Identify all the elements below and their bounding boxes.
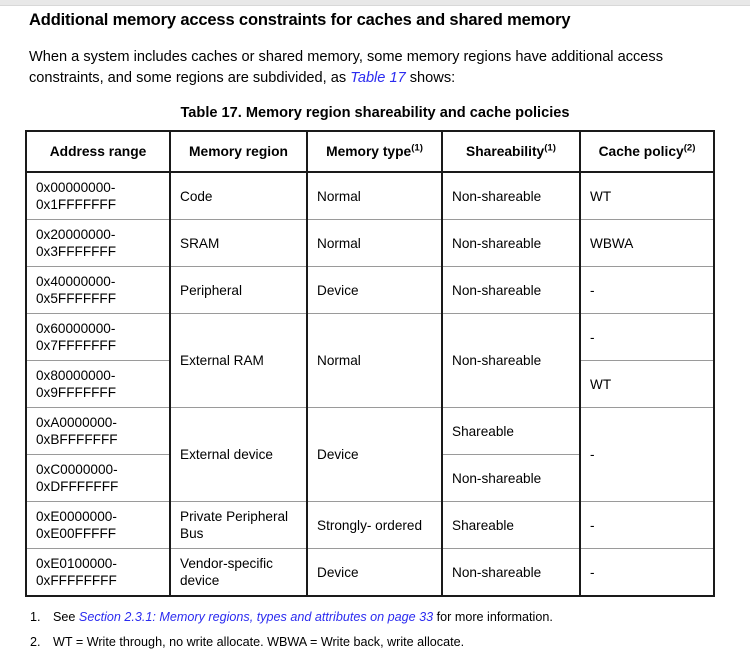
table-row: 0xC0000000- 0xDFFFFFFF Non-shareable bbox=[25, 454, 714, 502]
intro-paragraph: When a system includes caches or shared … bbox=[0, 30, 750, 88]
footnote-text-before-link: See bbox=[53, 610, 79, 624]
cell-memory-type: Normal bbox=[306, 171, 443, 220]
footnote-item: 1. See Section 2.3.1: Memory regions, typ… bbox=[0, 609, 750, 634]
cell-memory-type: Normal bbox=[306, 313, 443, 408]
footnote-text-before-link: WT = Write through, no write allocate. W… bbox=[53, 635, 465, 649]
cell-memory-region: Peripheral bbox=[169, 266, 308, 314]
cell-cache-policy: - bbox=[579, 266, 715, 314]
cell-memory-type: Device bbox=[306, 407, 443, 502]
cell-shareability: Non-shareable bbox=[441, 219, 581, 267]
cell-address-range: 0x60000000- 0x7FFFFFFF bbox=[25, 313, 171, 361]
table-row: 0xE0000000- 0xE00FFFFF Private Periphera… bbox=[25, 501, 715, 549]
cell-memory-type: Device bbox=[306, 548, 443, 597]
page-title: Additional memory access constraints for… bbox=[29, 11, 571, 29]
table-row: 0x80000000- 0x9FFFFFFF WT bbox=[25, 360, 715, 408]
cell-shareability: Non-shareable bbox=[441, 266, 581, 314]
memory-region-table: Address range Memory region Memory type(… bbox=[25, 130, 715, 597]
cell-shareability: Non-shareable bbox=[441, 548, 581, 597]
cell-memory-region: Vendor-specific device bbox=[169, 548, 308, 597]
cell-memory-region: External RAM bbox=[169, 313, 308, 408]
cell-shareability: Non-shareable bbox=[441, 454, 581, 502]
table-17-crossreference-link[interactable]: Table 17 bbox=[350, 69, 406, 86]
cell-address-range: 0xE0100000- 0xFFFFFFFF bbox=[25, 548, 171, 597]
table-header-row: Address range Memory region Memory type(… bbox=[25, 130, 715, 173]
intro-text-after-link: shows: bbox=[405, 69, 456, 86]
cell-memory-type: Normal bbox=[306, 219, 443, 267]
footnote-number: 2. bbox=[30, 635, 41, 649]
column-header-label: Shareability bbox=[466, 144, 545, 159]
table-row: 0x60000000- 0x7FFFFFFF External RAM Norm… bbox=[25, 313, 715, 408]
cell-address-range: 0xA0000000- 0xBFFFFFFF bbox=[25, 407, 171, 455]
column-header-address-range: Address range bbox=[25, 130, 171, 173]
cell-address-range: 0xE0000000- 0xE00FFFFF bbox=[25, 501, 171, 549]
cell-cache-policy: - bbox=[579, 313, 715, 361]
cell-shareability: Shareable bbox=[441, 407, 581, 455]
footnote-text-after-link: for more information. bbox=[433, 610, 553, 624]
cell-shareability: Non-shareable bbox=[441, 171, 581, 220]
cell-cache-policy: WT bbox=[579, 171, 715, 220]
cell-address-range: 0x40000000- 0x5FFFFFFF bbox=[25, 266, 171, 314]
cell-memory-region: SRAM bbox=[169, 219, 308, 267]
table-row: 0xE0100000- 0xFFFFFFFF Vendor-specific d… bbox=[25, 548, 715, 597]
footnote-number: 1. bbox=[30, 610, 41, 624]
cell-address-range: 0xC0000000- 0xDFFFFFFF bbox=[25, 454, 171, 502]
column-header-label: Address range bbox=[49, 144, 147, 159]
cell-memory-region: Code bbox=[169, 171, 308, 220]
column-header-memory-region: Memory region bbox=[169, 130, 308, 173]
column-header-footnote-marker: (1) bbox=[544, 142, 556, 154]
column-header-memory-type: Memory type(1) bbox=[306, 130, 443, 173]
cell-memory-type: Strongly- ordered bbox=[306, 501, 443, 549]
table-row: 0x40000000- 0x5FFFFFFF Peripheral Device… bbox=[25, 266, 715, 314]
cell-address-range: 0x20000000- 0x3FFFFFFF bbox=[25, 219, 171, 267]
column-header-label: Cache policy bbox=[598, 144, 684, 159]
table-caption: Table 17. Memory region shareability and… bbox=[180, 105, 570, 121]
table-row: 0x20000000- 0x3FFFFFFF SRAM Normal Non-s… bbox=[25, 219, 715, 267]
cell-address-range: 0x00000000- 0x1FFFFFFF bbox=[25, 171, 171, 220]
cell-memory-type: Device bbox=[306, 266, 443, 314]
cell-memory-region: Private Peripheral Bus bbox=[169, 501, 308, 549]
table-row: 0x00000000- 0x1FFFFFFF Code Normal Non-s… bbox=[25, 171, 715, 220]
table-footnotes: 1. See Section 2.3.1: Memory regions, typ… bbox=[0, 609, 750, 659]
page-top-band bbox=[0, 0, 750, 6]
column-header-footnote-marker: (2) bbox=[683, 142, 696, 154]
intro-text-before-link: When a system includes caches or shared … bbox=[29, 49, 664, 86]
column-header-shareability: Shareability(1) bbox=[441, 130, 581, 173]
cell-address-range: 0x80000000- 0x9FFFFFFF bbox=[25, 360, 171, 408]
table-row: 0xA0000000- 0xBFFFFFFF External device D… bbox=[25, 407, 715, 502]
cell-cache-policy: - bbox=[579, 548, 715, 597]
cell-cache-policy: - bbox=[579, 501, 715, 549]
column-header-footnote-marker: (1) bbox=[411, 142, 423, 154]
column-header-label: Memory type bbox=[326, 144, 412, 159]
cell-cache-policy: WBWA bbox=[579, 219, 715, 267]
cell-shareability: Non-shareable bbox=[441, 313, 581, 408]
cell-shareability: Shareable bbox=[441, 501, 581, 549]
cell-cache-policy: WT bbox=[579, 360, 715, 408]
cell-cache-policy: - bbox=[579, 407, 715, 502]
cell-memory-region: External device bbox=[169, 407, 308, 502]
column-header-cache-policy: Cache policy(2) bbox=[579, 130, 715, 173]
footnote-section-link[interactable]: Section 2.3.1: Memory regions, types and… bbox=[78, 610, 434, 624]
column-header-label: Memory region bbox=[189, 144, 288, 159]
footnote-item: 2. WT = Write through, no write allocate.… bbox=[0, 634, 750, 659]
